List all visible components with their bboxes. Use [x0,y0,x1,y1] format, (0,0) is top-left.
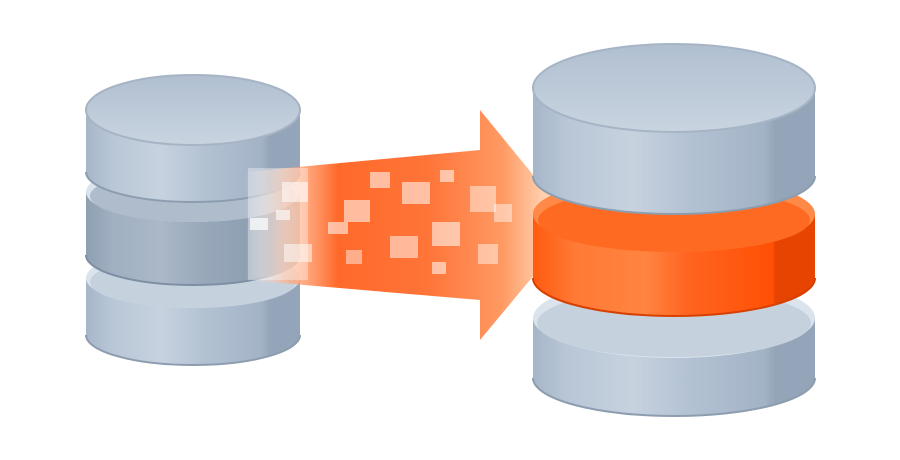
data-packet [282,182,308,202]
data-packet [344,200,370,222]
data-packet [402,182,430,204]
data-packet [478,244,498,264]
data-packet [494,204,512,222]
data-packet [276,210,290,220]
data-packet [470,186,496,212]
data-packet [284,244,312,262]
target-disk-top [532,43,816,215]
data-packet [390,236,418,258]
data-packets [250,170,512,274]
data-packet [250,218,268,230]
data-packet [440,170,454,182]
data-packet [346,250,362,264]
data-packet [370,172,390,188]
target-database [532,43,816,417]
data-packet [432,222,460,246]
data-packet [432,262,446,274]
data-packet [328,222,348,234]
